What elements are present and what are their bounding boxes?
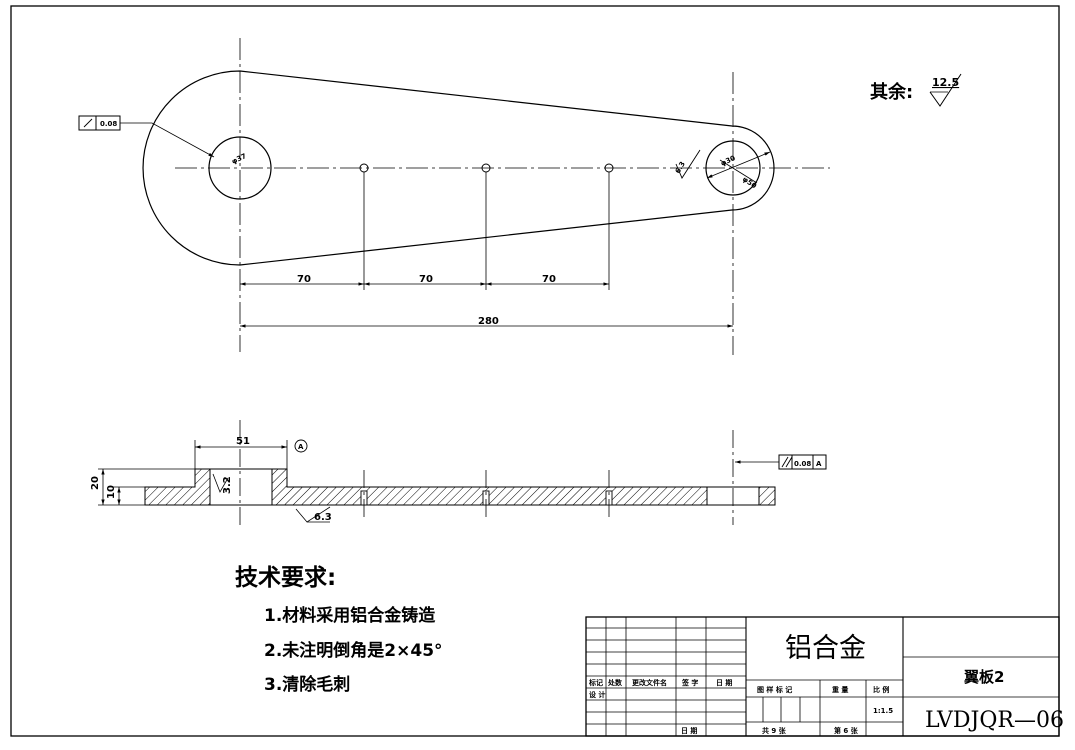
header-change-doc: 更改文件名 [632, 678, 667, 687]
header-date: 日 期 [716, 678, 732, 687]
dim-height-20: 20 [90, 476, 101, 490]
header-count: 处数 [607, 678, 623, 687]
dim-overall: 280 [478, 316, 499, 327]
material-name: 铝合金 [785, 633, 866, 664]
roughness-3-2-label: 3.2 [222, 476, 233, 494]
datum-a-label: A [298, 443, 304, 451]
surface-finish-value: 12.5 [932, 76, 959, 89]
dim-spacing-3: 70 [542, 274, 556, 285]
scale-label: 比 例 [873, 685, 889, 694]
date-label: 日 期 [681, 726, 697, 735]
drawing-number: LVDJQR—06 [925, 708, 1064, 733]
header-mark: 标记 [588, 678, 603, 687]
dia-left-label: φ37 [230, 152, 247, 166]
tech-req-item-1: 1.材料采用铝合金铸造 [264, 605, 436, 626]
dim-width-51: 51 [236, 436, 250, 447]
drawing-frame [10, 5, 1060, 737]
roughness-symbol [929, 73, 962, 107]
dim-spacing-1: 70 [297, 274, 311, 285]
section-view [98, 420, 827, 525]
header-sign: 签 字 [681, 678, 698, 687]
tech-req-item-2: 2.未注明倒角是2×45° [264, 640, 443, 661]
stage-mark-label: 图 样 标 记 [757, 685, 792, 694]
part-name: 翼板2 [963, 668, 1004, 686]
dia-right-inner-label: φ30 [719, 154, 736, 168]
part-outline [142, 70, 775, 266]
total-sheets: 共 9 张 [762, 726, 787, 735]
scale-value: 1:1.5 [873, 707, 893, 715]
parallel-value: 0.08 [794, 460, 811, 468]
tech-req-item-3: 3.清除毛刺 [264, 674, 350, 695]
designer-label: 设 计 [589, 690, 605, 699]
flatness-value: 0.08 [100, 120, 117, 128]
title-block-headers: 标记 处数 更改文件名 签 字 日 期 设 计 日 期 [588, 678, 732, 735]
sheet-number: 第 6 张 [834, 726, 859, 735]
dia-right-outer-label: φ50 [741, 175, 758, 190]
dim-spacing-2: 70 [419, 274, 433, 285]
parallel-datum: A [816, 460, 822, 468]
dim-height-10: 10 [106, 485, 117, 499]
title-block [585, 616, 1060, 737]
top-view [78, 38, 830, 355]
tech-req-title: 技术要求: [235, 565, 336, 591]
weight-label: 重 量 [832, 685, 848, 694]
roughness-6-3-label: 6.3 [314, 512, 332, 523]
surface-finish-label: 其余: [870, 81, 913, 103]
